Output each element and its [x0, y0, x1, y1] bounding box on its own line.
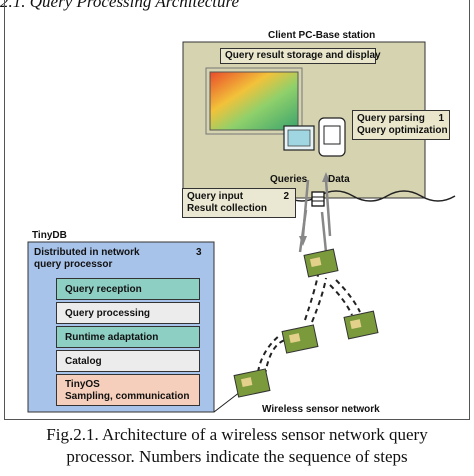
layer-label: TinyOS	[65, 379, 100, 390]
query-input-line1: Query input	[187, 191, 244, 202]
client-title: Client PC-Base station	[268, 30, 376, 41]
network-label: Wireless sensor network	[262, 404, 380, 415]
query-input-box: Query input Result collection 2	[182, 188, 296, 218]
processor-line2: query processor	[34, 259, 113, 270]
layer-sublabel: Sampling, communication	[65, 391, 190, 402]
step-number-1: 1	[438, 113, 444, 124]
heatmap-display	[209, 71, 299, 131]
caption-line1: Fig.2.1. Architecture of a wireless sens…	[46, 425, 428, 444]
parsing-line2: Query optimization	[357, 125, 448, 136]
parsing-line1: Query parsing	[357, 113, 425, 124]
queries-label: Queries	[270, 174, 308, 185]
step-number-3: 3	[196, 247, 202, 258]
wireless-links	[257, 274, 361, 376]
layer-catalog: Catalog	[56, 350, 200, 372]
heatmap-frame	[205, 67, 303, 135]
computer-tower-icon	[318, 117, 346, 157]
tinydb-title: TinyDB	[32, 230, 67, 241]
sensor-mote-right	[343, 310, 379, 340]
figure-caption: Fig.2.1. Architecture of a wireless sens…	[0, 424, 474, 468]
storage-display-box: Query result storage and display	[220, 48, 381, 64]
parsing-box: Query parsing Query optimization 1	[352, 110, 450, 140]
layer-query-processing: Query processing	[56, 302, 200, 324]
query-input-line2: Result collection	[187, 203, 268, 214]
figure-frame	[4, 0, 470, 420]
sensor-mote-bottom	[233, 368, 271, 398]
data-arrow	[324, 179, 332, 237]
layer-label: Query processing	[65, 308, 151, 319]
step-number-2: 2	[283, 191, 289, 202]
layer-query-reception: Query reception	[56, 278, 200, 300]
storage-display-label: Query result storage and display	[225, 50, 381, 61]
layer-label: Query reception	[65, 284, 142, 295]
data-label: Data	[328, 174, 350, 185]
base-station-icon	[311, 191, 325, 207]
sensor-mote-top	[303, 248, 339, 278]
section-title: 2.1. Query Processing Architecture	[0, 0, 240, 11]
sensor-mote-middle	[281, 324, 319, 354]
tinydb-leader-line	[213, 391, 241, 413]
layer-runtime-adaptation: Runtime adaptation	[56, 326, 200, 348]
layer-label: Runtime adaptation	[65, 332, 159, 343]
processor-line1: Distributed in network	[34, 247, 140, 258]
layer-label: Catalog	[65, 356, 102, 367]
layer-tinyos: TinyOS Sampling, communication	[56, 374, 200, 406]
caption-line2: processor. Numbers indicate the sequence…	[66, 447, 408, 466]
